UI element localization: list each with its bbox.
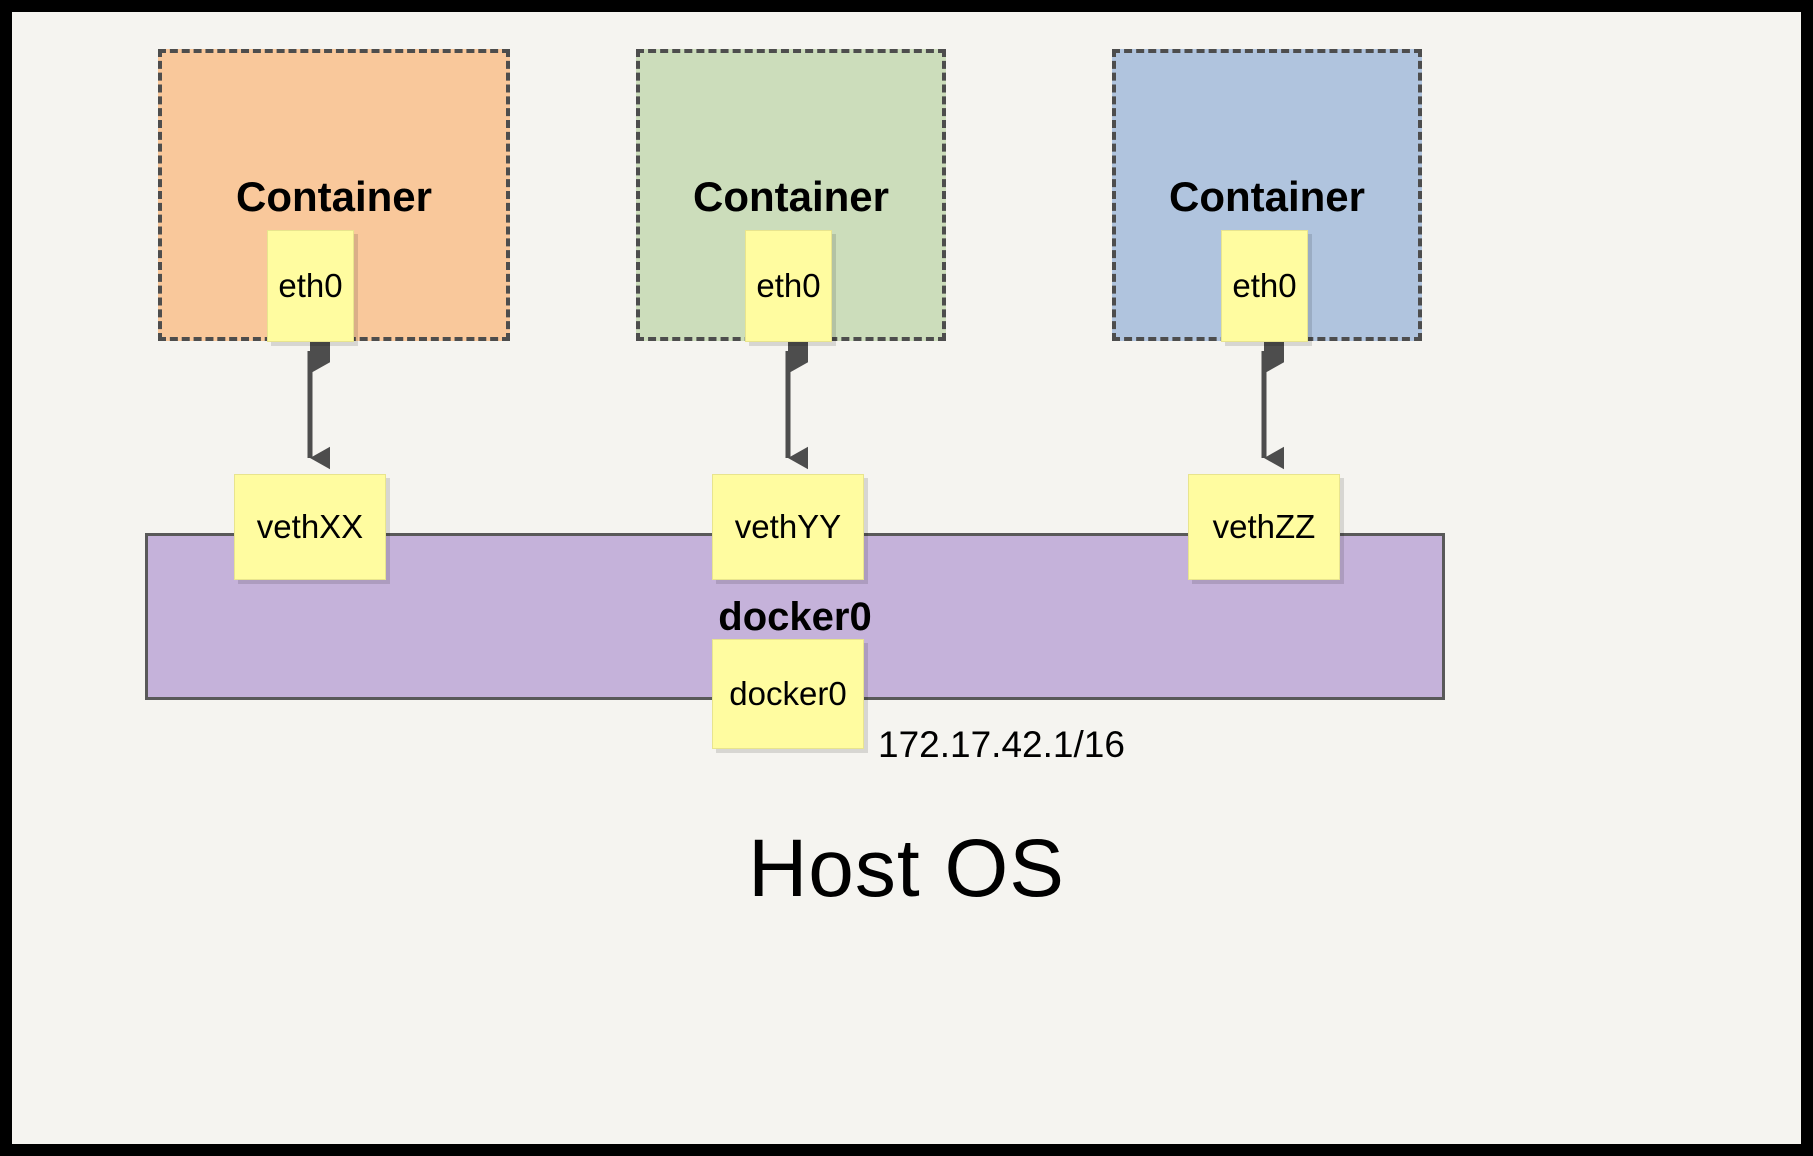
link-arrow-2 <box>785 337 808 472</box>
link-arrow-3 <box>1261 337 1284 472</box>
eth0-box-2[interactable]: eth0 <box>745 230 832 342</box>
docker0-bridge-label: docker0 <box>718 595 872 639</box>
veth-label-1: vethXX <box>256 508 364 545</box>
docker0-interface-label: docker0 <box>729 675 847 712</box>
eth0-box-1[interactable]: eth0 <box>267 230 354 342</box>
diagram-canvas: Container Container Container eth0 eth0 … <box>12 12 1801 1144</box>
container-title-1: Container <box>235 173 432 220</box>
veth-label-3: vethZZ <box>1212 508 1316 545</box>
container-title-3: Container <box>1168 173 1365 220</box>
veth-label-2: vethYY <box>734 508 842 545</box>
eth0-box-3[interactable]: eth0 <box>1221 230 1308 342</box>
veth-box-3[interactable]: vethZZ <box>1188 474 1340 580</box>
eth0-label-3: eth0 <box>1232 267 1297 304</box>
docker0-ip-address: 172.17.42.1/16 <box>878 724 1125 765</box>
eth0-label-1: eth0 <box>278 267 343 304</box>
docker0-interface-box[interactable]: docker0 <box>712 639 864 749</box>
link-arrow-1 <box>307 337 330 472</box>
veth-box-1[interactable]: vethXX <box>234 474 386 580</box>
container-title-2: Container <box>692 173 889 220</box>
eth0-label-2: eth0 <box>756 267 821 304</box>
host-os-label: Host OS <box>748 823 1065 914</box>
veth-box-2[interactable]: vethYY <box>712 474 864 580</box>
